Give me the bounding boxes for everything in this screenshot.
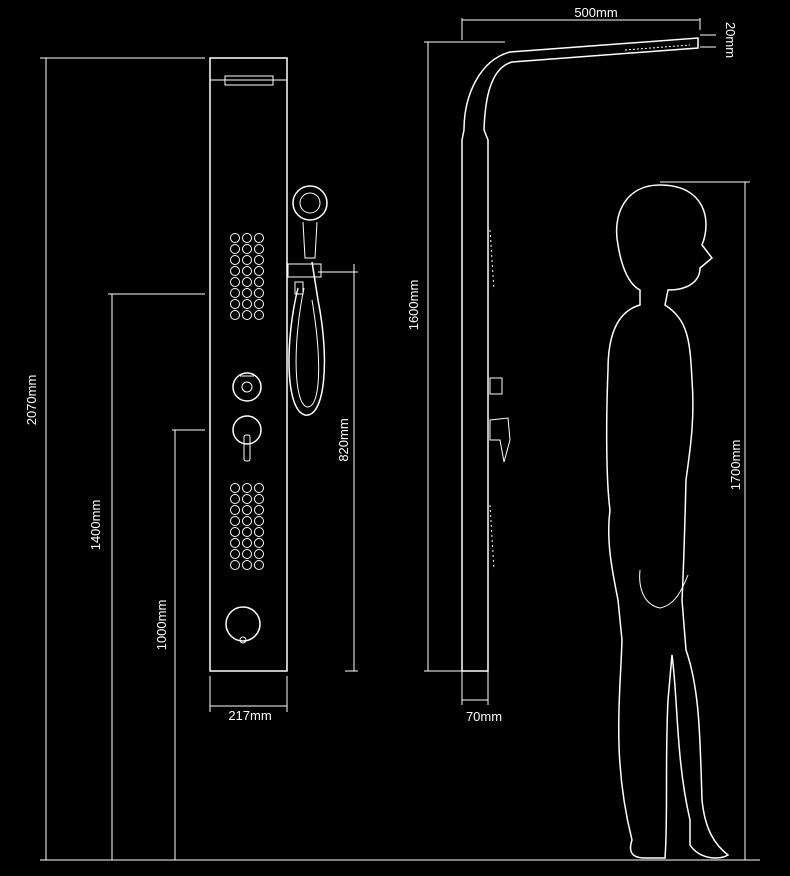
nozzle bbox=[242, 538, 252, 548]
dim-slide-height: 1400mm bbox=[88, 500, 103, 551]
nozzle bbox=[254, 310, 264, 320]
nozzle bbox=[230, 549, 240, 559]
nozzle bbox=[254, 266, 264, 276]
nozzle bbox=[242, 244, 252, 254]
nozzle bbox=[242, 233, 252, 243]
nozzle bbox=[230, 277, 240, 287]
dim-panel-depth: 70mm bbox=[466, 709, 502, 724]
nozzle bbox=[254, 494, 264, 504]
dim-panel-length: 1600mm bbox=[406, 280, 421, 331]
nozzle bbox=[254, 299, 264, 309]
dim-handshower-height: 820mm bbox=[336, 418, 351, 461]
nozzle bbox=[242, 505, 252, 515]
nozzle bbox=[242, 288, 252, 298]
nozzle bbox=[254, 527, 264, 537]
upper-nozzle-grid bbox=[230, 233, 264, 320]
dimension-lines-left: 2070mm 1400mm 1000mm 820mm 217mm bbox=[24, 57, 358, 860]
hand-shower bbox=[287, 185, 328, 416]
nozzle bbox=[230, 310, 240, 320]
nozzle bbox=[242, 483, 252, 493]
nozzle bbox=[254, 516, 264, 526]
nozzle bbox=[230, 494, 240, 504]
nozzle bbox=[254, 538, 264, 548]
nozzle bbox=[254, 244, 264, 254]
nozzle bbox=[254, 505, 264, 515]
dim-panel-width: 217mm bbox=[228, 708, 271, 723]
nozzle bbox=[254, 255, 264, 265]
nozzle bbox=[230, 244, 240, 254]
nozzle bbox=[242, 299, 252, 309]
panel-body bbox=[209, 57, 288, 672]
dim-arm-length: 500mm bbox=[574, 5, 617, 20]
slide-holder bbox=[287, 263, 322, 278]
nozzle bbox=[230, 483, 240, 493]
dim-mixer-height: 1000mm bbox=[154, 600, 169, 651]
tub-spout bbox=[225, 606, 261, 644]
nozzle bbox=[254, 233, 264, 243]
side-knob bbox=[489, 377, 503, 395]
nozzle bbox=[230, 538, 240, 548]
nozzle bbox=[242, 494, 252, 504]
nozzle bbox=[254, 483, 264, 493]
nozzle bbox=[230, 288, 240, 298]
nozzle bbox=[230, 560, 240, 570]
side-view: 500mm 20mm 70mm 1600mm bbox=[406, 5, 738, 724]
nozzle bbox=[242, 266, 252, 276]
nozzle bbox=[254, 560, 264, 570]
nozzle bbox=[242, 527, 252, 537]
front-view bbox=[209, 57, 328, 672]
nozzle bbox=[254, 277, 264, 287]
side-handle bbox=[489, 417, 511, 463]
nozzle bbox=[230, 266, 240, 276]
diverter-handle bbox=[232, 415, 262, 462]
nozzle bbox=[230, 299, 240, 309]
nozzle bbox=[230, 505, 240, 515]
nozzle bbox=[254, 288, 264, 298]
thermostat-knob bbox=[232, 372, 262, 402]
dim-total-height: 2070mm bbox=[24, 375, 39, 426]
nozzle bbox=[242, 310, 252, 320]
dim-person-height: 1700mm bbox=[728, 440, 743, 491]
nozzle bbox=[230, 255, 240, 265]
nozzle bbox=[230, 233, 240, 243]
rain-arm bbox=[463, 37, 699, 131]
lower-nozzle-grid bbox=[230, 483, 264, 570]
nozzle bbox=[242, 255, 252, 265]
nozzle bbox=[254, 549, 264, 559]
dim-arm-drop: 20mm bbox=[723, 22, 738, 58]
nozzle bbox=[230, 516, 240, 526]
nozzle bbox=[242, 549, 252, 559]
nozzle bbox=[242, 277, 252, 287]
nozzle bbox=[242, 516, 252, 526]
rain-cap bbox=[224, 75, 274, 86]
person-silhouette: 1700mm bbox=[605, 181, 750, 860]
panel-side bbox=[461, 129, 489, 672]
nozzle bbox=[242, 560, 252, 570]
hose bbox=[288, 261, 326, 416]
nozzle bbox=[230, 527, 240, 537]
